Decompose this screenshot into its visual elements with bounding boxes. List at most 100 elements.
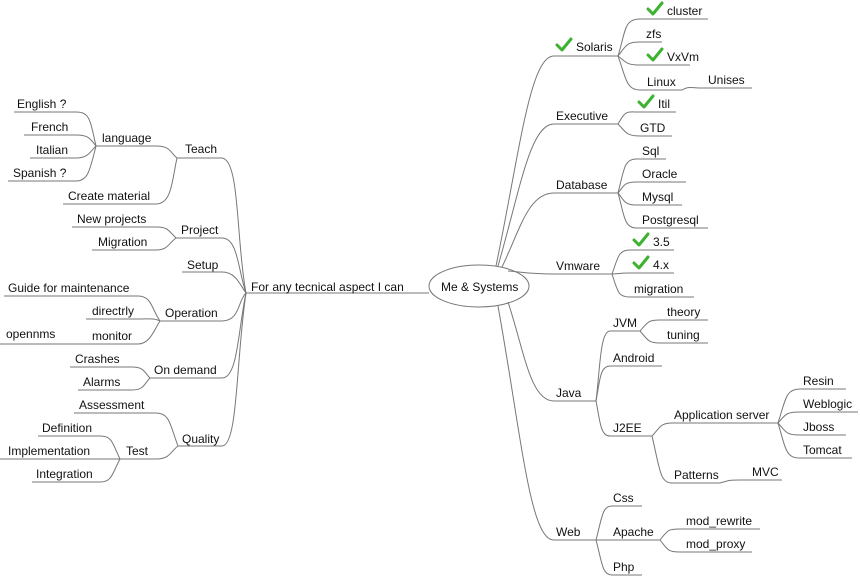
main-left-label[interactable]: For any tecnical aspect I can bbox=[251, 280, 404, 294]
connector-test bbox=[120, 445, 179, 460]
node-php[interactable]: Php bbox=[613, 560, 635, 574]
node-android[interactable]: Android bbox=[613, 351, 655, 365]
node-assessment[interactable]: Assessment bbox=[79, 398, 145, 412]
connector-new-projects bbox=[72, 226, 177, 239]
connector-weblogic bbox=[777, 411, 858, 424]
node-v35[interactable]: 3.5 bbox=[653, 235, 670, 249]
check-icon bbox=[646, 1, 664, 16]
node-apache[interactable]: Apache bbox=[613, 525, 654, 539]
node-vm-migration[interactable]: migration bbox=[634, 282, 684, 296]
node-teach[interactable]: Teach bbox=[185, 142, 218, 156]
connector-italian bbox=[30, 145, 97, 159]
connector-jvm bbox=[595, 330, 640, 402]
node-v4x[interactable]: 4.x bbox=[653, 258, 670, 272]
node-mod-proxy[interactable]: mod_proxy bbox=[686, 537, 746, 551]
node-french[interactable]: French bbox=[31, 120, 69, 134]
node-postgresql[interactable]: Postgresql bbox=[642, 213, 699, 227]
node-directly[interactable]: directrly bbox=[92, 304, 135, 318]
node-weblogic[interactable]: Weblogic bbox=[803, 397, 853, 411]
node-implementation[interactable]: Implementation bbox=[8, 444, 91, 458]
connector-teach bbox=[177, 157, 247, 294]
connector-jboss bbox=[777, 422, 846, 436]
connector-ondemand bbox=[150, 292, 247, 379]
center-node-label[interactable]: Me & Systems bbox=[441, 280, 519, 294]
connector-tomcat bbox=[777, 422, 852, 459]
node-linux[interactable]: Linux bbox=[647, 75, 676, 89]
node-test[interactable]: Test bbox=[126, 444, 149, 458]
node-quality[interactable]: Quality bbox=[182, 432, 220, 446]
node-project[interactable]: Project bbox=[181, 223, 219, 237]
node-java[interactable]: Java bbox=[556, 386, 582, 400]
node-tomcat[interactable]: Tomcat bbox=[803, 443, 842, 457]
node-guide[interactable]: Guide for maintenance bbox=[8, 281, 130, 295]
node-monitor[interactable]: monitor bbox=[92, 329, 133, 343]
connector-french bbox=[24, 134, 97, 147]
node-spanish[interactable]: Spanish ? bbox=[13, 166, 67, 180]
node-language[interactable]: language bbox=[102, 131, 152, 145]
connector-java bbox=[507, 301, 596, 402]
connector-integration bbox=[32, 458, 121, 483]
node-create-material[interactable]: Create material bbox=[68, 189, 151, 203]
connector-oracle bbox=[617, 181, 686, 194]
node-crashes[interactable]: Crashes bbox=[75, 352, 120, 366]
node-italian[interactable]: Italian bbox=[36, 143, 69, 157]
node-executive[interactable]: Executive bbox=[556, 109, 609, 123]
connector-definition bbox=[38, 435, 121, 460]
node-mod-rewrite[interactable]: mod_rewrite bbox=[686, 514, 753, 528]
connector-create-material bbox=[63, 157, 178, 205]
node-tuning[interactable]: tuning bbox=[667, 328, 700, 342]
node-j2ee[interactable]: J2EE bbox=[613, 421, 642, 435]
connector-monitor bbox=[86, 320, 161, 345]
node-patterns[interactable]: Patterns bbox=[674, 468, 719, 482]
check-icon bbox=[646, 47, 664, 62]
node-definition[interactable]: Definition bbox=[42, 421, 93, 435]
connector-zfs bbox=[617, 41, 662, 57]
node-vxvm[interactable]: VxVm bbox=[667, 50, 700, 64]
connector-linux bbox=[617, 55, 682, 91]
node-gtd[interactable]: GTD bbox=[640, 121, 666, 135]
node-migration[interactable]: Migration bbox=[98, 235, 148, 249]
connector-guide bbox=[4, 295, 161, 322]
node-unises[interactable]: Unises bbox=[708, 73, 745, 87]
connector-theory bbox=[639, 319, 708, 332]
node-mysql[interactable]: Mysql bbox=[642, 190, 674, 204]
connector-web bbox=[497, 305, 596, 541]
connector-mysql bbox=[617, 192, 682, 206]
node-css[interactable]: Css bbox=[613, 491, 634, 505]
node-cluster[interactable]: cluster bbox=[667, 4, 703, 18]
connector-cluster bbox=[617, 18, 708, 57]
node-new-projects[interactable]: New projects bbox=[77, 212, 147, 226]
node-sql[interactable]: Sql bbox=[642, 144, 660, 158]
node-app-server[interactable]: Application server bbox=[674, 408, 770, 422]
node-english[interactable]: English ? bbox=[17, 97, 67, 111]
node-oracle[interactable]: Oracle bbox=[642, 167, 678, 181]
connector-project bbox=[176, 237, 247, 294]
node-database[interactable]: Database bbox=[556, 178, 608, 192]
node-jvm[interactable]: JVM bbox=[613, 316, 637, 330]
node-setup[interactable]: Setup bbox=[187, 258, 219, 272]
node-vmware[interactable]: Vmware bbox=[556, 259, 601, 273]
connector-operation bbox=[160, 292, 247, 322]
node-integration[interactable]: Integration bbox=[36, 467, 93, 481]
connector-setup bbox=[182, 271, 247, 294]
connector-english bbox=[14, 111, 97, 147]
node-web[interactable]: Web bbox=[556, 525, 581, 539]
connector-itil bbox=[617, 111, 676, 125]
node-mvc[interactable]: MVC bbox=[752, 465, 779, 479]
node-resin[interactable]: Resin bbox=[803, 374, 834, 388]
node-alarms[interactable]: Alarms bbox=[83, 375, 121, 389]
node-zfs[interactable]: zfs bbox=[646, 27, 662, 41]
node-jboss[interactable]: Jboss bbox=[803, 420, 835, 434]
node-opennms[interactable]: opennms bbox=[6, 327, 56, 341]
connector-v35 bbox=[611, 249, 674, 275]
node-solaris[interactable]: Solaris bbox=[576, 40, 613, 54]
connector-android bbox=[595, 365, 662, 402]
connector-gtd bbox=[617, 123, 672, 137]
node-theory[interactable]: theory bbox=[667, 305, 701, 319]
connector-v4x bbox=[611, 272, 674, 275]
node-on-demand[interactable]: On demand bbox=[154, 363, 217, 377]
node-itil[interactable]: Itil bbox=[658, 97, 670, 111]
node-operation[interactable]: Operation bbox=[165, 306, 218, 320]
connector-patterns bbox=[651, 435, 720, 484]
